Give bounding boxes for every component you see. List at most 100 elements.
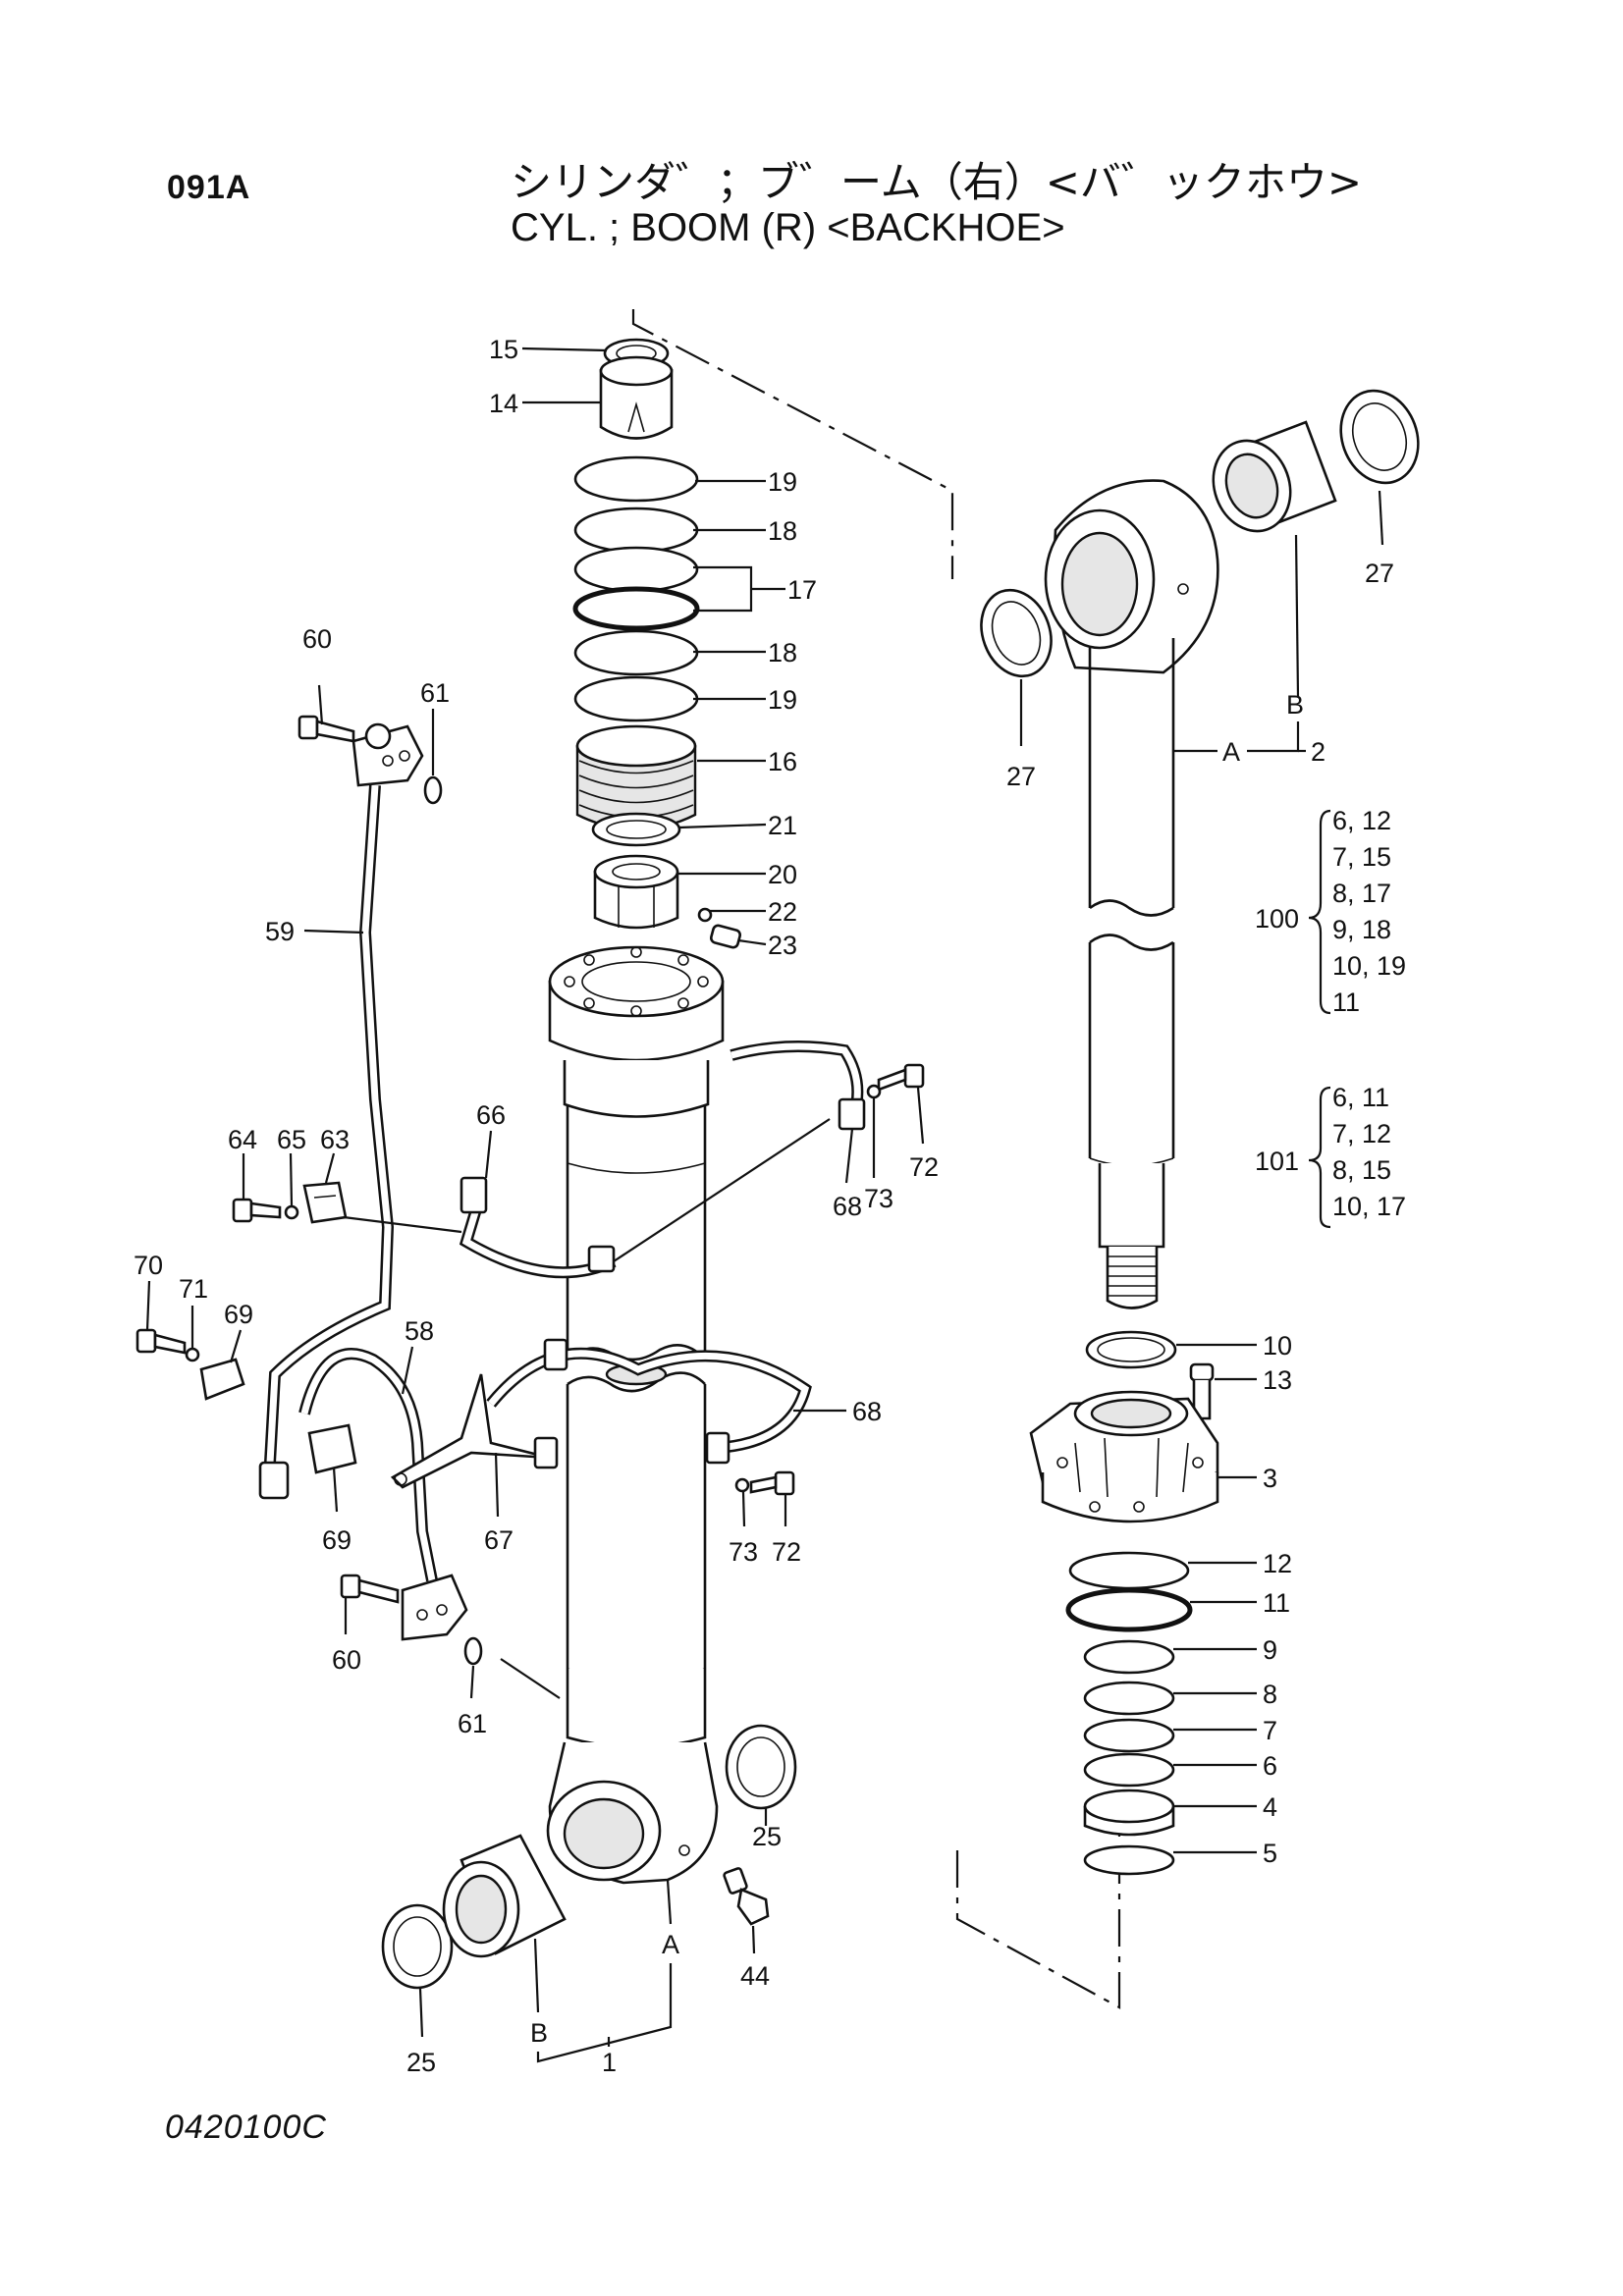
part-b-bushing-lower (442, 1834, 567, 1958)
callout-71: 71 (179, 1274, 208, 1304)
part-60-bolt-top (298, 715, 355, 743)
callout-25: 25 (752, 1822, 782, 1851)
part-72-bolt-lower (749, 1470, 795, 1496)
kit-100-item: 7, 15 (1332, 842, 1391, 872)
part-20-nut (593, 854, 679, 930)
part-73-washer-lower (734, 1477, 750, 1493)
part-27-seal-upper-right (1339, 389, 1420, 485)
callout-60: 60 (302, 624, 332, 654)
part-3-gland (1029, 1390, 1219, 1523)
callout-73: 73 (864, 1184, 893, 1213)
callout-2: 2 (1311, 737, 1325, 767)
part-21-ring (591, 812, 681, 847)
callout-A: A (1222, 737, 1240, 767)
part-25-seal-left (381, 1903, 454, 1990)
kit-101-item: 10, 17 (1332, 1192, 1406, 1221)
part-69-clamp-center (307, 1423, 357, 1474)
part-71-washer (185, 1347, 200, 1362)
part-44-grease-fitting (723, 1867, 770, 1926)
part-70-bolt (135, 1328, 187, 1355)
callout-18: 18 (768, 638, 797, 667)
callout-20: 20 (768, 860, 797, 889)
document-code: 0420100C (165, 2109, 327, 2146)
kit-100-item: 9, 18 (1332, 915, 1391, 944)
part-65-washer (284, 1204, 299, 1220)
callout-3: 3 (1263, 1464, 1277, 1493)
part-14-bushing (599, 355, 674, 440)
part-flange-bottom (401, 1574, 468, 1641)
callout-8: 8 (1263, 1680, 1277, 1709)
part-69-clamp-left (199, 1358, 245, 1401)
assembly-dashed-line-top (631, 309, 954, 579)
part-58-pipe (298, 1348, 438, 1582)
callout-13: 13 (1263, 1365, 1292, 1395)
part-60-bolt-bottom (340, 1574, 400, 1604)
kit-100-brace (1308, 809, 1331, 1015)
callout-B: B (1286, 690, 1304, 720)
callout-27: 27 (1006, 762, 1036, 791)
part-27-seal-left-of-rod (980, 588, 1053, 678)
part-rod-seal-stack (1065, 1551, 1193, 1876)
callout-12: 12 (1263, 1549, 1292, 1578)
callout-66: 66 (476, 1100, 506, 1130)
callout-69: 69 (322, 1525, 352, 1555)
part-63-clamp-small (302, 1181, 348, 1224)
callout-7: 7 (1263, 1716, 1277, 1745)
callout-70: 70 (134, 1251, 163, 1280)
part-68-clamp-band-lower (486, 1338, 812, 1469)
callout-11: 11 (1263, 1588, 1290, 1618)
callout-68: 68 (852, 1397, 882, 1426)
callout-69: 69 (224, 1300, 253, 1329)
kit-101-item: 6, 11 (1332, 1083, 1389, 1112)
callout-18: 18 (768, 516, 797, 546)
callout-25: 25 (406, 2048, 436, 2077)
part-59-pipe (258, 784, 395, 1500)
page-code: 091A (167, 169, 251, 206)
kit-100-item: 11 (1332, 988, 1360, 1017)
part-61-oring-top (423, 775, 443, 805)
callout-65: 65 (277, 1125, 306, 1154)
part-64-bolt (232, 1198, 282, 1223)
part-66-clamp-band-upper (459, 1176, 617, 1279)
part-72-bolt-upper (877, 1063, 925, 1092)
callout-21: 21 (768, 811, 797, 840)
part-68-clamp-band-upper-right (730, 1041, 866, 1131)
title-english: CYL. ; BOOM (R) <BACKHOE> (511, 206, 1065, 249)
kit-101-label: 101 (1255, 1147, 1299, 1176)
assembly-dashed-line-bottom (955, 1826, 1121, 2009)
callout-9: 9 (1263, 1635, 1277, 1665)
callout-64: 64 (228, 1125, 257, 1154)
callout-22: 22 (768, 897, 797, 927)
callout-61: 61 (420, 678, 450, 708)
callout-19: 19 (768, 467, 797, 497)
kit-101-item: 7, 12 (1332, 1119, 1391, 1148)
callout-A: A (662, 1930, 679, 1959)
callout-17: 17 (787, 575, 817, 605)
callout-58: 58 (405, 1316, 434, 1346)
callout-23: 23 (768, 931, 797, 960)
callout-19: 19 (768, 685, 797, 715)
kit-100-item: 8, 17 (1332, 879, 1391, 908)
part-22-ball (697, 907, 713, 923)
callout-5: 5 (1263, 1839, 1277, 1868)
callout-44: 44 (740, 1961, 770, 1991)
callout-B: B (530, 2018, 548, 2048)
callout-72: 72 (772, 1537, 801, 1567)
part-25-seal-right (725, 1724, 797, 1810)
part-seal-stack (572, 455, 700, 722)
title-japanese: シリンダ゛；ブ゛ーム（右）<バ゛ックホウ> (511, 158, 1363, 206)
callout-4: 4 (1263, 1792, 1277, 1822)
callout-1: 1 (602, 2048, 617, 2077)
kit-101-brace (1308, 1086, 1331, 1229)
callout-6: 6 (1263, 1751, 1277, 1781)
kit-100-item: 6, 12 (1332, 806, 1391, 835)
callout-16: 16 (768, 747, 797, 776)
callout-72: 72 (909, 1152, 939, 1182)
callout-73: 73 (729, 1537, 758, 1567)
part-23-set-screw (709, 924, 742, 949)
part-73-washer-upper (866, 1084, 882, 1099)
callout-27: 27 (1365, 559, 1394, 588)
callout-67: 67 (484, 1525, 514, 1555)
part-10-ring (1085, 1330, 1177, 1369)
